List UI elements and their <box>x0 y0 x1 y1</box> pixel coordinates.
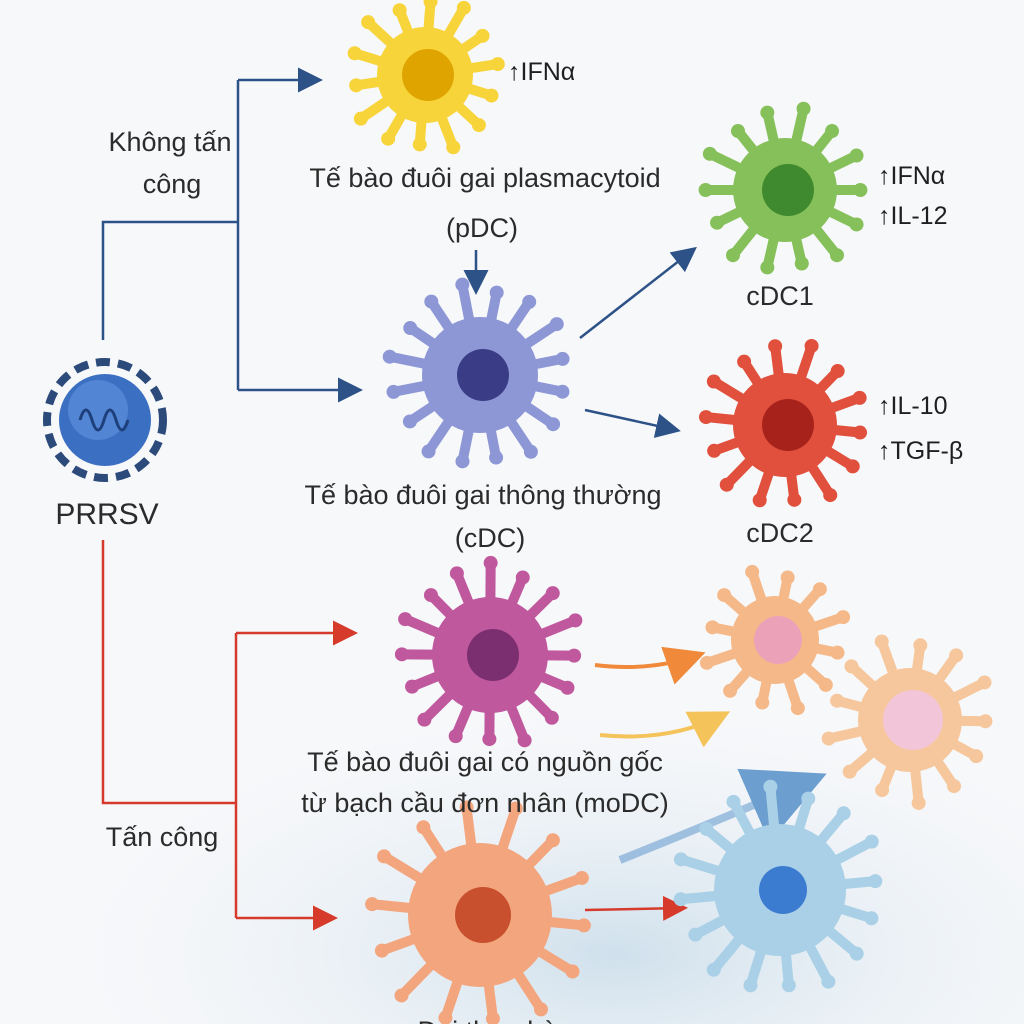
orange-dc-cell-icon <box>699 564 851 716</box>
pink-dc-cell-icon <box>821 634 993 810</box>
nucleus <box>762 164 814 216</box>
modc-name-line1: Tế bào đuôi gai có nguồn gốc <box>307 747 663 777</box>
nucleus <box>883 690 943 750</box>
cdc-name: Tế bào đuôi gai thông thường <box>304 480 661 510</box>
blue-dc-cell-icon <box>673 779 883 993</box>
cdc1-cytokine-ifna: ↑IFNα <box>878 162 945 190</box>
macrophage-to-pink-arrow <box>618 768 827 864</box>
nucleus <box>762 399 814 451</box>
cdc2-name: cDC2 <box>746 518 814 548</box>
cdc-cell-icon <box>382 277 570 469</box>
nucleus <box>457 349 509 401</box>
macrophage-cell-icon <box>365 800 591 1024</box>
nucleus <box>759 866 807 914</box>
cdc1-cell-icon <box>698 101 868 275</box>
cdc1-cytokine-il12: ↑IL-12 <box>878 202 947 230</box>
pdc-abbr: (pDC) <box>446 213 518 243</box>
attack-arrows <box>101 540 688 931</box>
no-attack-label-line1: Không tấn <box>108 127 231 157</box>
no-attack-label-line2: công <box>143 169 202 199</box>
nucleus <box>754 616 802 664</box>
cdc1-name: cDC1 <box>746 281 814 311</box>
cdc2-cytokine-tgfb: ↑TGF-β <box>878 437 963 465</box>
cdc-abbr: (cDC) <box>455 523 525 553</box>
modc-name-line2: từ bạch cầu đơn nhân (moDC) <box>301 788 668 818</box>
pdc-cytokine-ifna: ↑IFNα <box>508 58 575 86</box>
macrophage-name: Đại thực bào <box>418 1016 573 1024</box>
pdc-name: Tế bào đuôi gai plasmacytoid <box>309 163 660 193</box>
cdc2-cell-icon <box>698 338 868 508</box>
no-attack-arrows <box>101 67 697 438</box>
prrsv-virus-icon <box>43 358 167 482</box>
prrsv-label: PRRSV <box>55 498 158 531</box>
nucleus <box>402 49 454 101</box>
nucleus <box>467 629 519 681</box>
modc-to-pink-arrow <box>599 711 731 748</box>
modc-to-orange-arrow <box>594 646 706 685</box>
pdc-cell-icon <box>347 0 505 155</box>
cdc2-cytokine-il10: ↑IL-10 <box>878 392 947 420</box>
nucleus <box>455 887 511 943</box>
attack-label: Tấn công <box>106 822 219 852</box>
modc-cell-icon <box>394 555 583 748</box>
